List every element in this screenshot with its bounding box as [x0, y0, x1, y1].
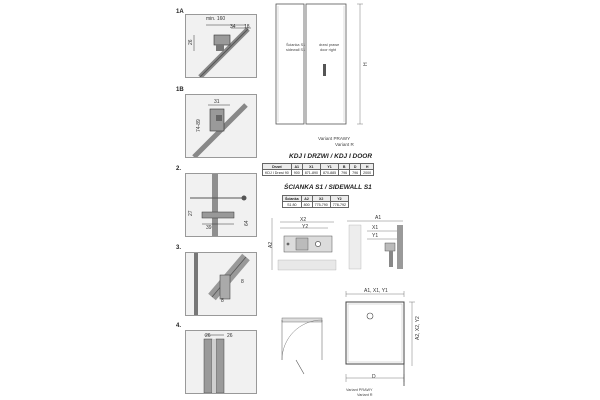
dim-8-vertical: 8 [241, 279, 244, 285]
step-4-photo [185, 330, 257, 394]
plan-variant-line1: Variant PRAWY [346, 388, 373, 392]
sidewall-spec-table: Ścianka A2 X2 Y2 S1 80 800 775-790 778-7… [282, 194, 350, 209]
table-cell: 900 [290, 169, 303, 177]
table-cell: 870-885 [319, 169, 340, 177]
dim-min-160: min. 160 [206, 16, 226, 22]
step-4-illustration [186, 331, 256, 393]
step-1b-label: 1B [176, 87, 184, 93]
plan-d-label: D [372, 374, 376, 380]
dim-a1: A1 [375, 215, 382, 221]
table-cell: 778-792 [329, 201, 350, 209]
step-2-label: 2. [176, 166, 182, 172]
plan-view-drawing [281, 291, 415, 386]
table-cell: 871-890 [301, 169, 321, 177]
dim-27: 27 [188, 210, 194, 216]
step-1a-label: 1A [176, 9, 184, 15]
step-2-photo [185, 173, 257, 237]
variant-label-line2: Variant R [335, 142, 354, 147]
dim-a2: A2 [268, 241, 274, 248]
dim-y1: Y1 [372, 233, 379, 239]
door-label-line1: drzwi prawe [319, 43, 340, 47]
plan-variant-line2: Variant R [357, 393, 373, 397]
plan-side-dims: A2, X2, Y2 [415, 316, 421, 340]
table-cell: KDJ I Drzwi 90 [262, 169, 292, 177]
door-elevation [275, 3, 363, 125]
step-1b-photo [185, 94, 257, 158]
table-cell: 2000 [360, 169, 375, 177]
table-row: KDJ I Drzwi 90 900 871-890 870-885 796 7… [262, 169, 375, 177]
dim-39: 39 [206, 225, 212, 231]
door-spec-table: Drzwi A1 X1 Y1 B D H KDJ I Drzwi 90 900 … [262, 162, 375, 177]
dim-y2: Y2 [302, 224, 309, 230]
plan-top-dims: A1, X1, Y1 [364, 288, 388, 294]
variant-label-line1: Variant PRAWY [318, 136, 351, 141]
door-label-line2: door right [320, 48, 337, 52]
step-3-label: 3. [176, 245, 182, 251]
table-cell: 796 [349, 169, 362, 177]
table-cell: S1 80 [282, 201, 302, 209]
step-1a-photo [185, 14, 257, 78]
table-cell: 796 [338, 169, 351, 177]
door-table-title: KDJ I DRZWI / KDJ I DOOR [289, 153, 373, 160]
step-4-label: 4. [176, 323, 182, 329]
table-cell: 775-790 [311, 201, 331, 209]
table-row: S1 80 800 775-790 778-792 [282, 201, 350, 209]
step-1b-illustration [186, 95, 256, 157]
step-3-illustration [186, 253, 256, 315]
dim-18: 18 [244, 24, 250, 30]
step-3-photo [185, 252, 257, 316]
dim-8-horizontal: 8 [221, 298, 224, 304]
sidewall-label-line2: sidewall S1 [286, 48, 306, 52]
dim-34: 34 [230, 24, 236, 30]
dim-26-right: 26 [227, 333, 233, 339]
dim-26-left: 26 [205, 333, 211, 339]
dim-26: 26 [188, 39, 194, 45]
sidewall-label-line1: Ścianka S1 [286, 43, 306, 47]
door-profile-detail-drawing [345, 213, 405, 271]
dim-64: 64 [244, 220, 250, 226]
dim-31: 31 [214, 99, 220, 105]
height-label: H [363, 62, 369, 66]
step-2-illustration [186, 174, 256, 236]
table-cell: 800 [300, 201, 313, 209]
dim-angle-74-89: 74-89 [196, 119, 202, 132]
sidewall-table-title: ŚCIANKA S1 / SIDEWALL S1 [284, 184, 372, 191]
step-1a-illustration [186, 15, 256, 77]
dim-x2: X2 [300, 217, 307, 223]
sidewall-detail-drawing [268, 216, 338, 271]
dim-x1: X1 [372, 225, 379, 231]
